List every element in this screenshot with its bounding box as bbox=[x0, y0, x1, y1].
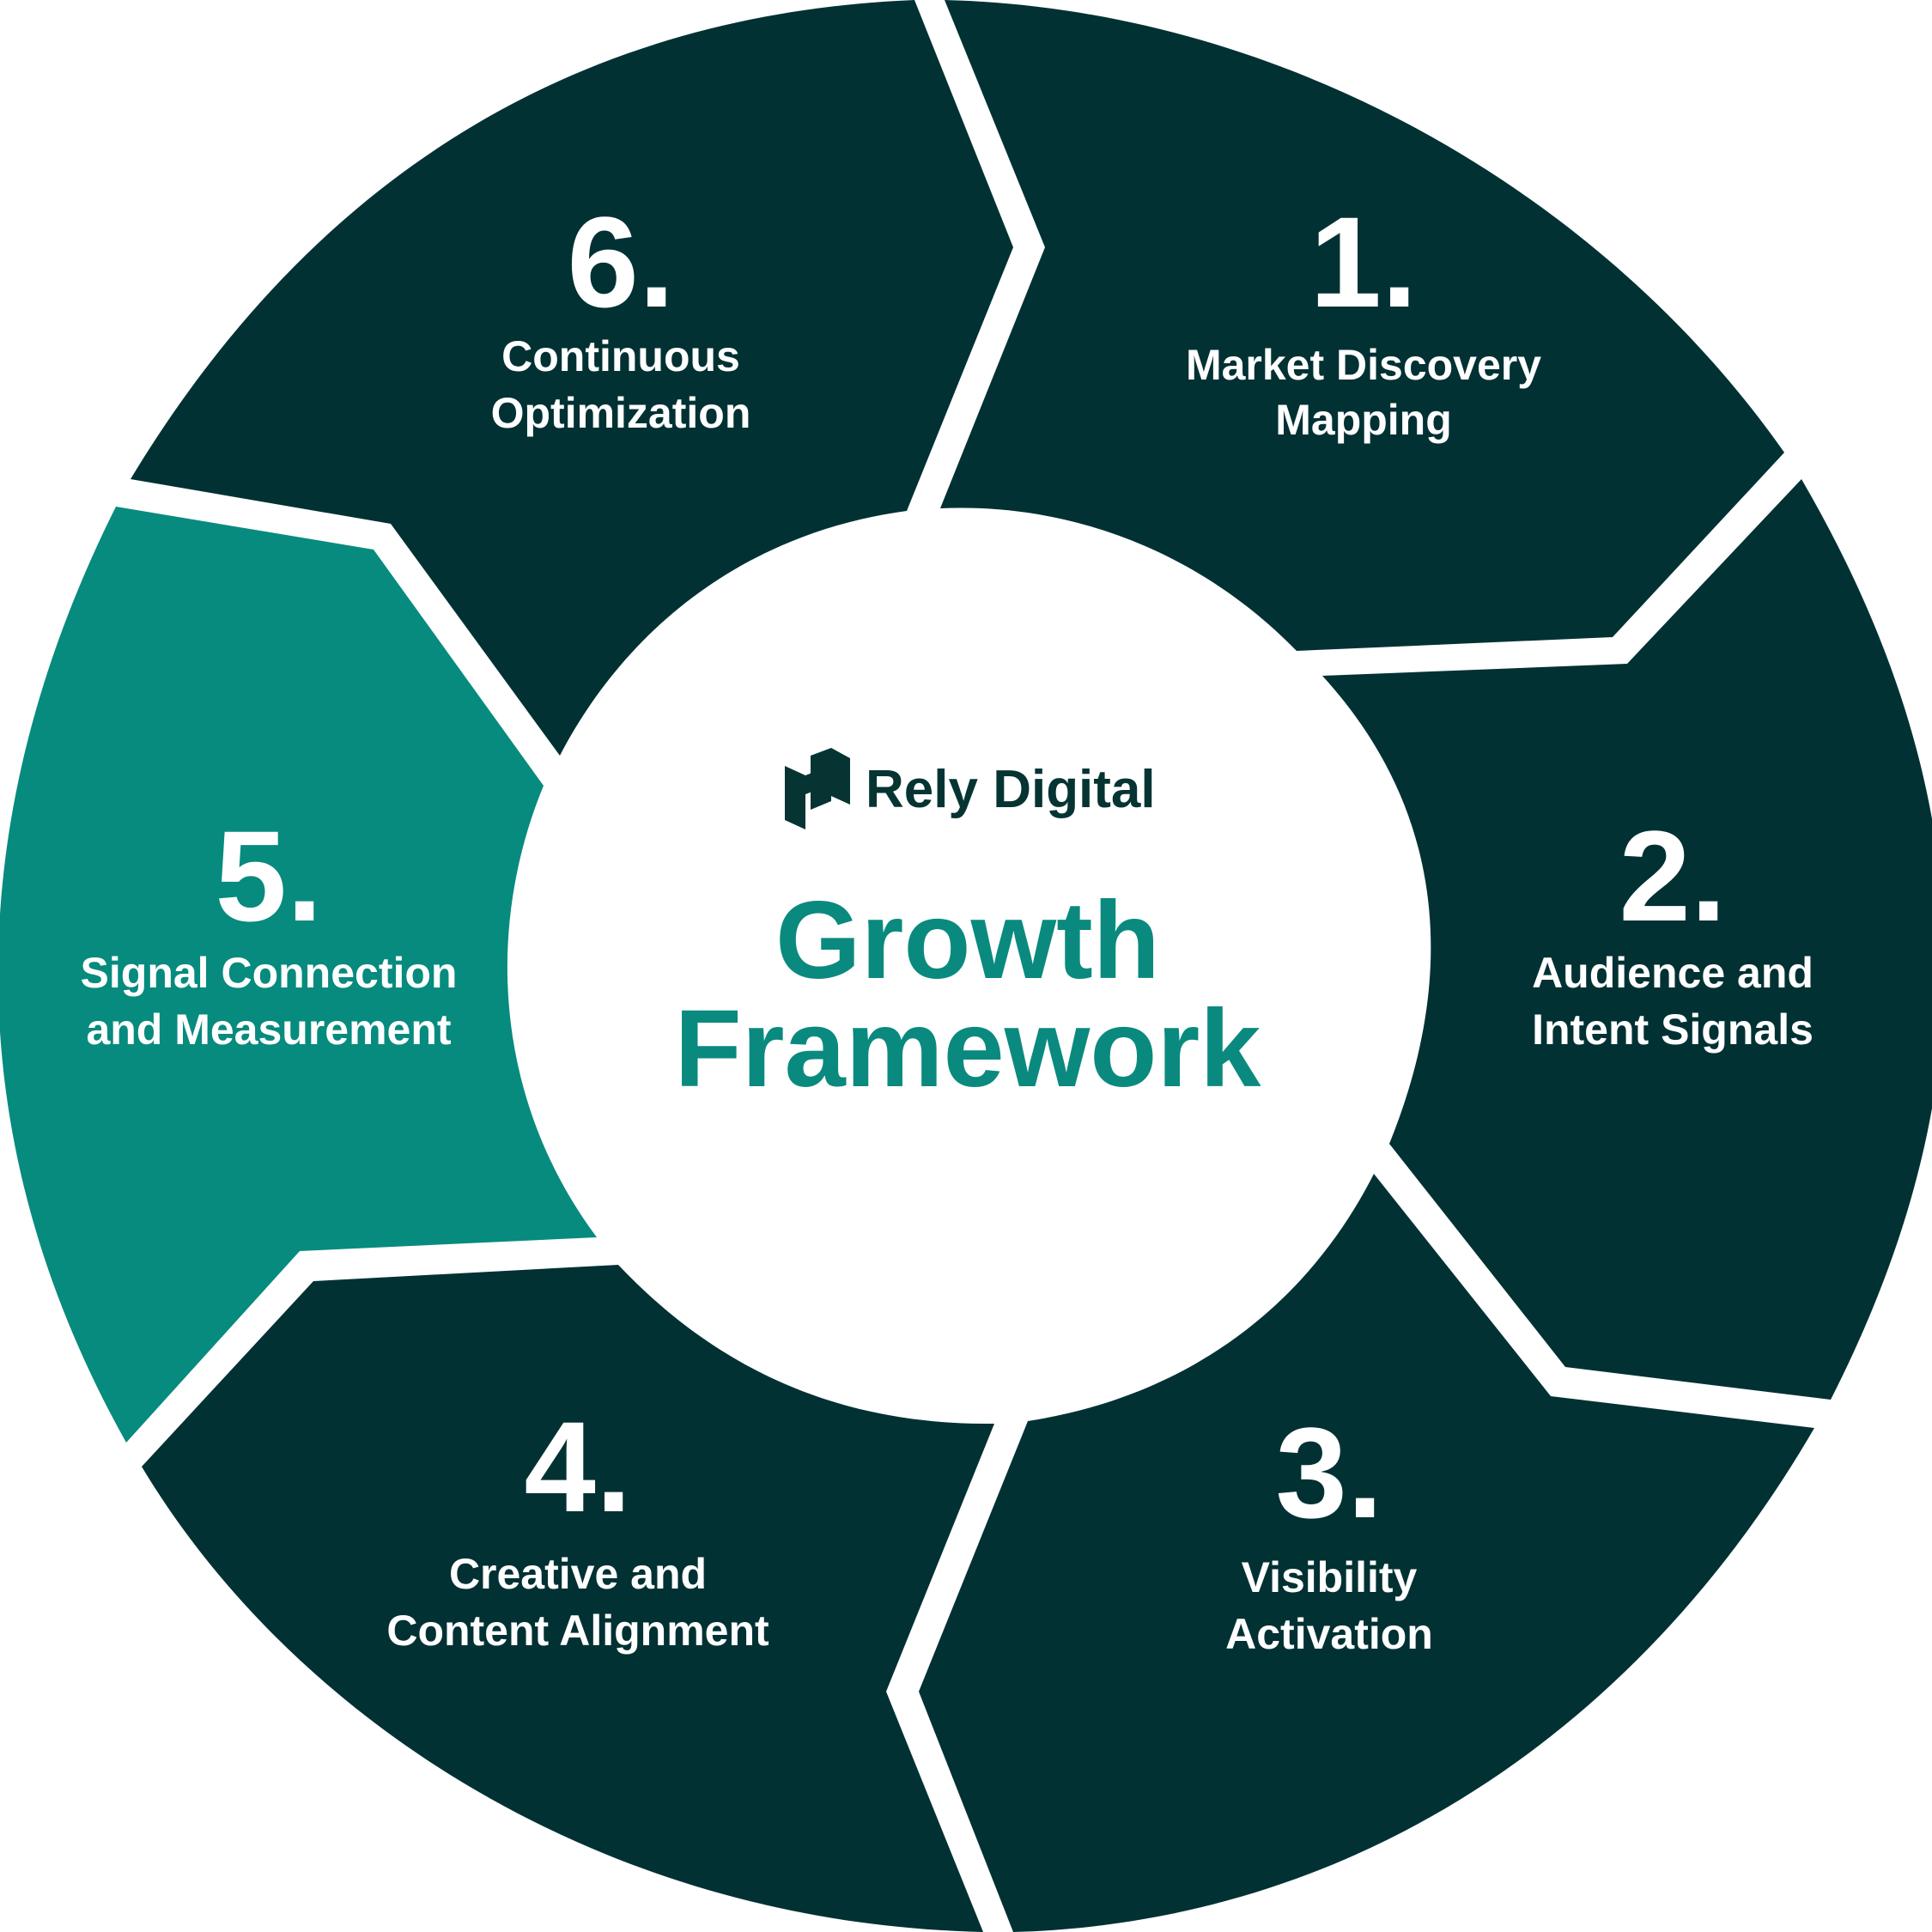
segment-5-label-line1: Signal Connection bbox=[81, 949, 458, 997]
segment-5-label-line2: and Measurement bbox=[86, 1005, 451, 1054]
segment-1-number: 1. bbox=[1309, 190, 1417, 334]
segment-4-shape bbox=[142, 1265, 994, 1932]
rely-digital-logo-icon bbox=[785, 748, 850, 829]
center-title-line2: Framework bbox=[675, 987, 1262, 1110]
segment-1-shape bbox=[940, 0, 1784, 651]
segment-3-shape bbox=[919, 1174, 1814, 1932]
center-area: Rely Digital Growth Framework bbox=[675, 748, 1262, 1110]
segment-4-number: 4. bbox=[524, 1394, 631, 1539]
segment-3[interactable]: 3. Visibility Activation bbox=[919, 1174, 1814, 1932]
segment-4-label-line2: Content Alignment bbox=[386, 1607, 769, 1655]
segment-5-shape bbox=[0, 507, 597, 1443]
segment-4[interactable]: 4. Creative and Content Alignment bbox=[142, 1265, 994, 1932]
logo-bar-left bbox=[785, 766, 805, 829]
segment-1-label-line1: Market Discovery bbox=[1186, 341, 1541, 389]
brand-name: Rely Digital bbox=[866, 760, 1156, 819]
segment-6-label-line1: Continuous bbox=[501, 332, 740, 380]
center-title-line1: Growth bbox=[775, 879, 1160, 1002]
segment-6-shape bbox=[131, 0, 1013, 756]
segment-2[interactable]: 2. Audience and Intent Signals bbox=[1322, 479, 1932, 1400]
segment-5-number: 5. bbox=[215, 804, 322, 948]
segment-2-label-line2: Intent Signals bbox=[1532, 1005, 1814, 1054]
segment-3-number: 3. bbox=[1275, 1400, 1382, 1545]
segment-1-label-line2: Mapping bbox=[1275, 396, 1452, 444]
segment-2-label-line1: Audience and bbox=[1532, 949, 1814, 997]
segment-2-shape bbox=[1322, 479, 1932, 1400]
segment-1[interactable]: 1. Market Discovery Mapping bbox=[940, 0, 1784, 651]
segment-6[interactable]: 6. Continuous Optimization bbox=[131, 0, 1013, 756]
segment-3-label-line2: Activation bbox=[1225, 1610, 1433, 1658]
segment-6-label-line2: Optimization bbox=[491, 389, 751, 437]
logo-bar-accent bbox=[805, 758, 850, 794]
segment-2-number: 2. bbox=[1619, 804, 1726, 948]
segment-4-label-line1: Creative and bbox=[449, 1550, 707, 1598]
segment-5[interactable]: 5. Signal Connection and Measurement bbox=[0, 507, 597, 1443]
segment-6-number: 6. bbox=[567, 190, 674, 334]
segment-3-label-line1: Visibility bbox=[1242, 1553, 1418, 1601]
